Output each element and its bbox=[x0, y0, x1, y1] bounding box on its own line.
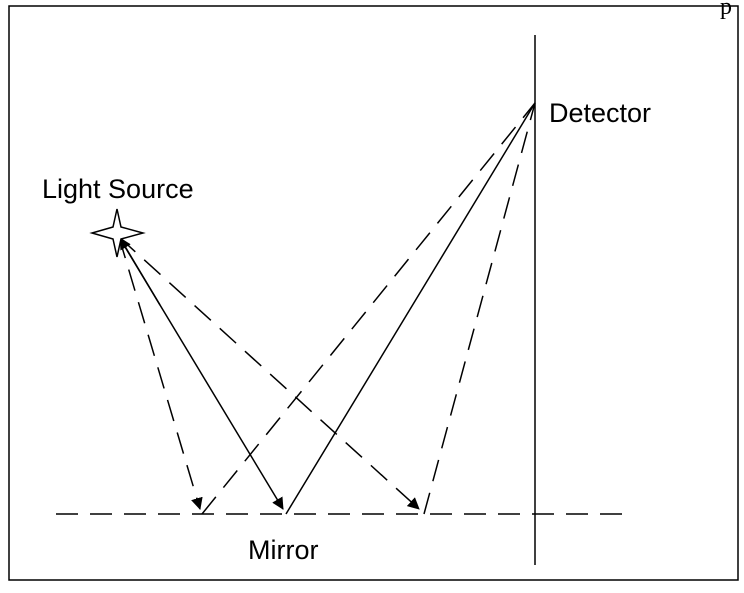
corner-fragment: p bbox=[720, 0, 732, 20]
incident-ray-left-dashed bbox=[118, 236, 203, 510]
reflected-ray-center-solid bbox=[285, 102, 536, 515]
label-detector: Detector bbox=[549, 98, 651, 128]
light-source-star-icon bbox=[89, 208, 146, 258]
source-arrow-ray bbox=[119, 237, 161, 306]
reflected-ray-left-dashed bbox=[201, 102, 536, 515]
label-mirror: Mirror bbox=[248, 535, 318, 565]
label-light-source: Light Source bbox=[42, 174, 194, 204]
incident-ray-right-dashed bbox=[118, 236, 420, 510]
reflected-ray-right-dashed bbox=[423, 102, 536, 515]
diagram-frame bbox=[8, 5, 739, 581]
